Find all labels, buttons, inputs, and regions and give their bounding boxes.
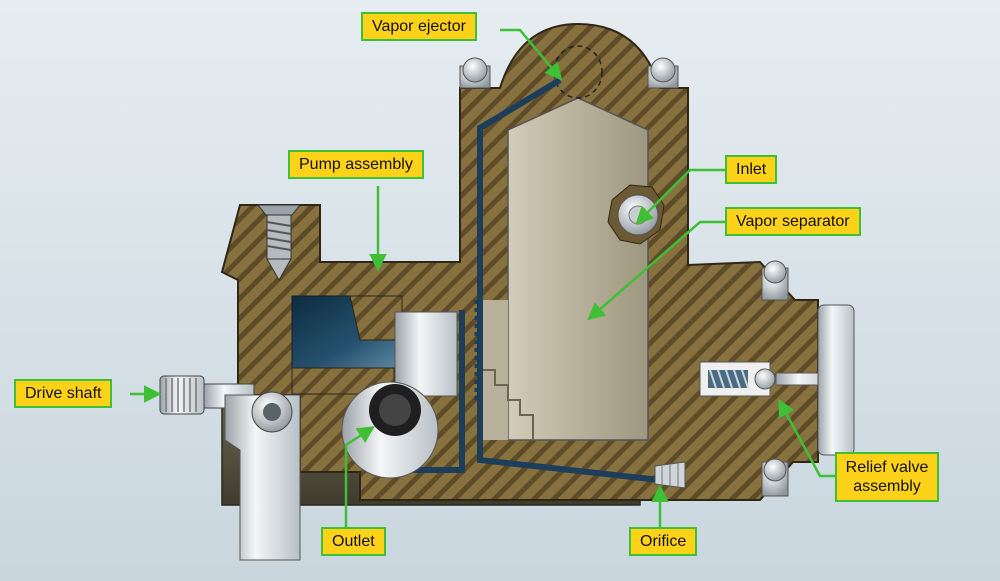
label-vapor-separator: Vapor separator [725, 207, 861, 236]
label-inlet: Inlet [725, 155, 778, 184]
lower-left-body [224, 394, 301, 561]
label-outlet: Outlet [321, 527, 386, 556]
orifice-fitting [654, 461, 686, 489]
outlet-port [251, 381, 439, 479]
label-relief-valve-line2: assembly [853, 478, 921, 495]
label-pump-assembly: Pump assembly [288, 150, 424, 179]
label-orifice: Orifice [629, 527, 698, 556]
label-vapor-ejector: Vapor ejector [361, 12, 477, 41]
top-left-nut [459, 57, 491, 89]
right-upper-nut [761, 260, 789, 301]
top-right-nut [647, 57, 679, 89]
vapor-separator-chamber [480, 45, 649, 441]
label-relief-valve-assembly: Relief valve assembly [835, 452, 939, 502]
right-lower-nut [761, 458, 789, 497]
side-plate [817, 304, 855, 456]
label-relief-valve-line1: Relief valve [845, 459, 929, 476]
mounting-screw [256, 204, 302, 282]
leader-lines [130, 28, 835, 527]
label-drive-shaft: Drive shaft [14, 379, 113, 408]
